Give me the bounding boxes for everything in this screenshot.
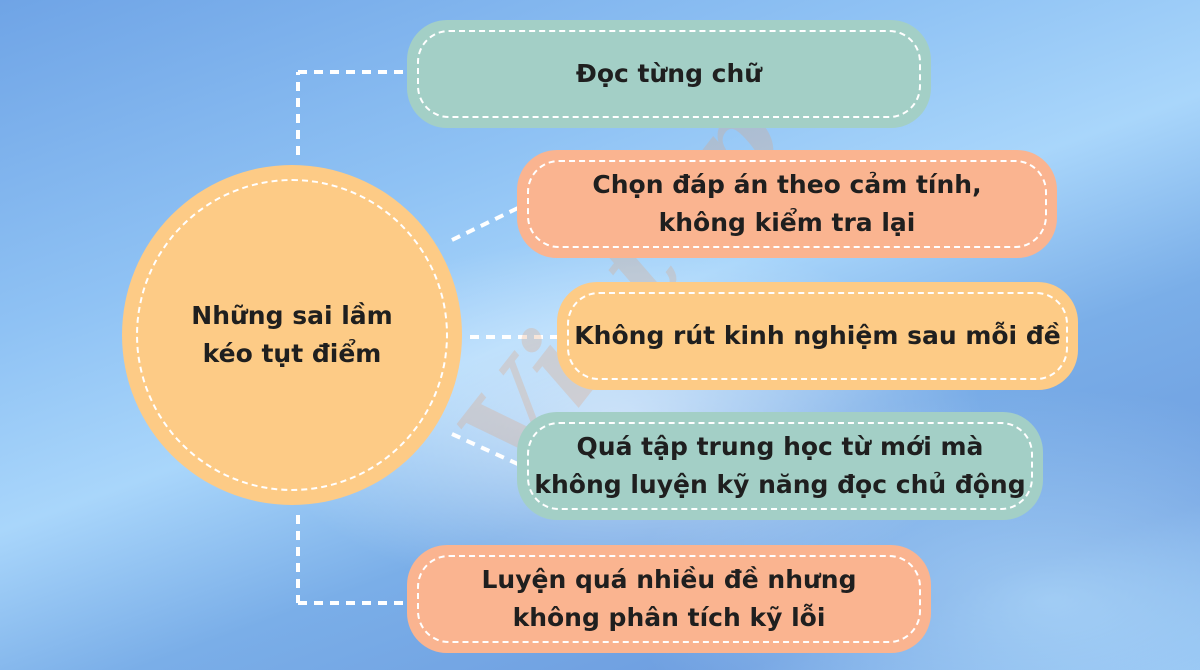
mistake-node-4: Quá tập trung học từ mới mà không luyện …	[517, 412, 1043, 520]
central-topic-label: Những sai lầm kéo tụt điểm	[191, 301, 393, 368]
mistake-node-5: Luyện quá nhiều đề nhưng không phân tích…	[407, 545, 931, 653]
mistake-node-1: Đọc từng chữ	[407, 20, 931, 128]
central-topic-circle: Những sai lầm kéo tụt điểm	[122, 165, 462, 505]
mistake-node-2: Chọn đáp án theo cảm tính, không kiểm tr…	[517, 150, 1057, 258]
connector-line-2	[451, 205, 521, 242]
connector-line-4	[451, 432, 521, 467]
mistake-node-3: Không rút kinh nghiệm sau mỗi đề	[557, 282, 1078, 390]
